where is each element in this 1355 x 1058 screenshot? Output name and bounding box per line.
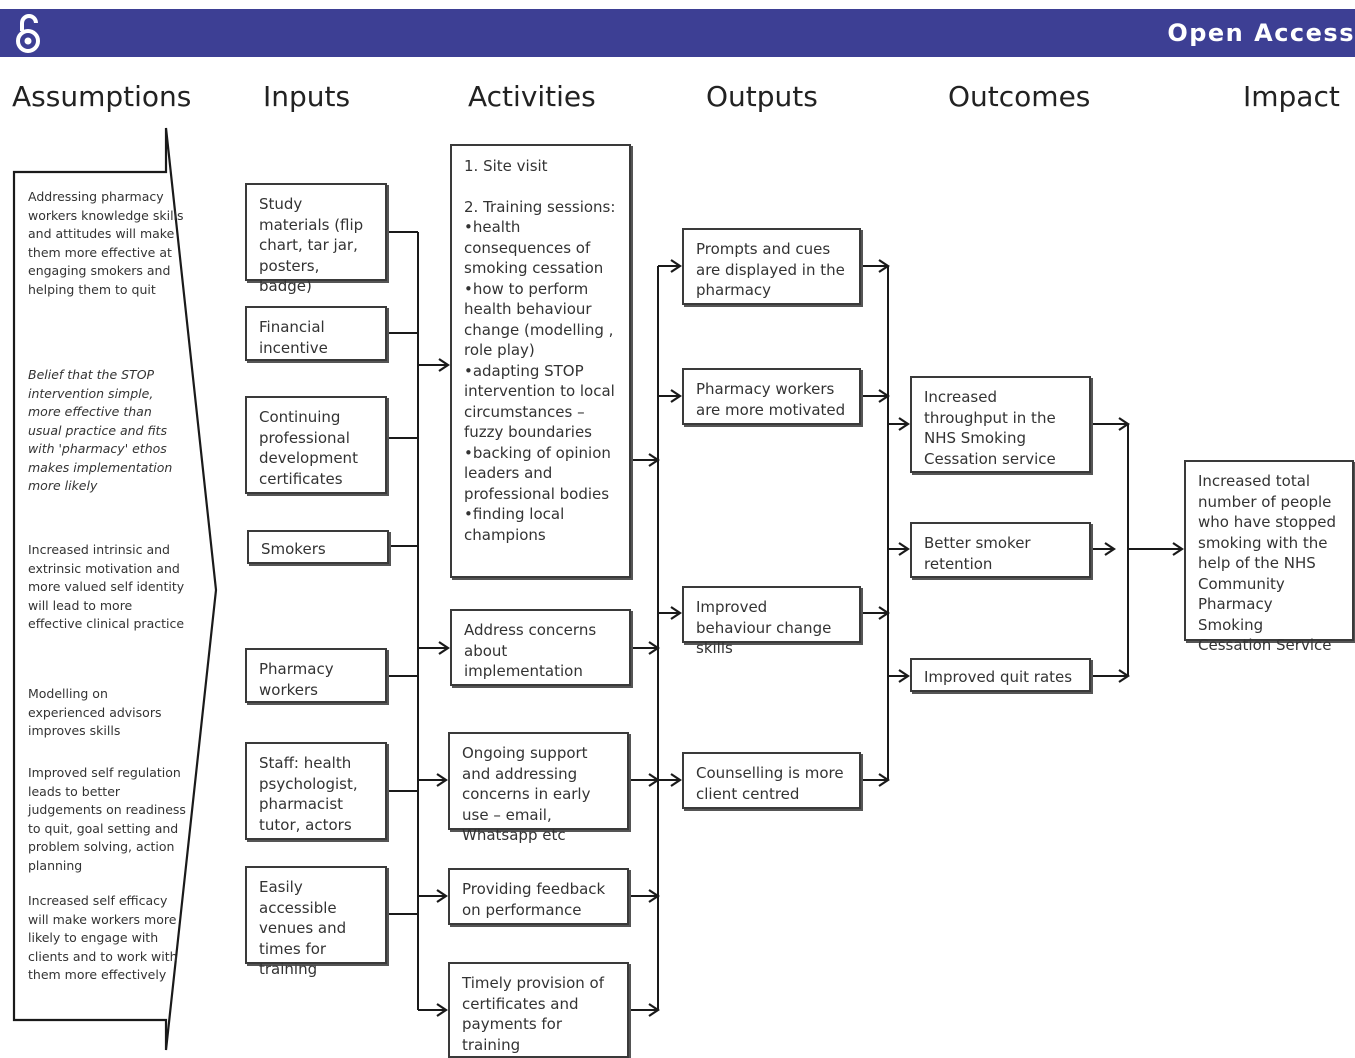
column-heading-impact: Impact (1243, 80, 1340, 113)
column-heading-outputs: Outputs (706, 80, 818, 113)
assumptions-chevron-outline (12, 127, 218, 1051)
impact-increased-quitters: Increased total number of people who hav… (1184, 460, 1354, 654)
input-cpd-certificates: Continuing professional development cert… (245, 396, 387, 494)
activity-main-line-2: 2. Training sessions: (464, 197, 616, 216)
assumption-4: Modelling on experienced advisors improv… (28, 686, 162, 738)
activity-ongoing-support: Ongoing support and addressing concerns … (448, 732, 629, 844)
activity-main-line-4: •how to perform health behaviour change … (464, 279, 614, 360)
activity-address-concerns: Address concerns about implementation (450, 609, 631, 686)
input-venues: Easily accessible venues and times for t… (245, 866, 387, 978)
assumption-5: Improved self regulation leads to better… (28, 765, 186, 873)
column-heading-outcomes: Outcomes (948, 80, 1091, 113)
column-heading-activities: Activities (468, 80, 596, 113)
input-pharmacy-workers: Pharmacy workers (245, 648, 387, 703)
activity-main-line-3: •health consequences of smoking cessatio… (464, 218, 604, 277)
activity-main-line-1: 1. Site visit (464, 157, 548, 175)
output-workers-motivated: Pharmacy workers are more motivated (682, 368, 861, 425)
outcome-smoker-retention: Better smoker retention (910, 522, 1091, 578)
assumption-1: Addressing pharmacy workers knowledge sk… (28, 189, 184, 297)
assumption-6: Increased self efficacy will make worker… (28, 893, 178, 982)
outcome-increased-throughput: Increased throughput in the NHS Smoking … (910, 376, 1091, 473)
input-financial-incentive: Financial incentive (245, 306, 387, 361)
outcome-improved-quit-rates: Improved quit rates (910, 658, 1091, 692)
activity-main-line-5: •adapting STOP intervention to local cir… (464, 361, 615, 442)
activity-timely-provision: Timely provision of certificates and pay… (448, 962, 629, 1058)
column-heading-inputs: Inputs (263, 80, 351, 113)
input-smokers: Smokers (247, 530, 389, 564)
activity-site-visit-and-training: 1. Site visit 2. Training sessions: •hea… (450, 144, 631, 578)
activity-main-line-7: •finding local champions (464, 505, 565, 544)
open-access-lock-icon (16, 14, 40, 53)
assumption-3: Increased intrinsic and extrinsic motiva… (28, 542, 185, 631)
input-study-materials: Study materials (flip chart, tar jar, po… (245, 183, 387, 295)
column-heading-assumptions: Assumptions (12, 80, 192, 113)
assumption-2: Belief that the STOP intervention simple… (28, 367, 173, 493)
input-staff: Staff: health psychologist, pharmacist t… (245, 742, 387, 840)
activity-main-spacer (464, 177, 617, 197)
open-access-label: Open Access (1167, 19, 1355, 47)
output-counselling-client-centred: Counselling is more client centred (682, 752, 861, 809)
activity-main-line-6: •backing of opinion leaders and professi… (464, 443, 611, 503)
activity-providing-feedback: Providing feedback on performance (448, 868, 629, 925)
output-prompts-and-cues: Prompts and cues are displayed in the ph… (682, 228, 861, 305)
journal-header-bar: Open Access (0, 9, 1355, 57)
output-behaviour-change-skills: Improved behaviour change skills (682, 586, 861, 657)
